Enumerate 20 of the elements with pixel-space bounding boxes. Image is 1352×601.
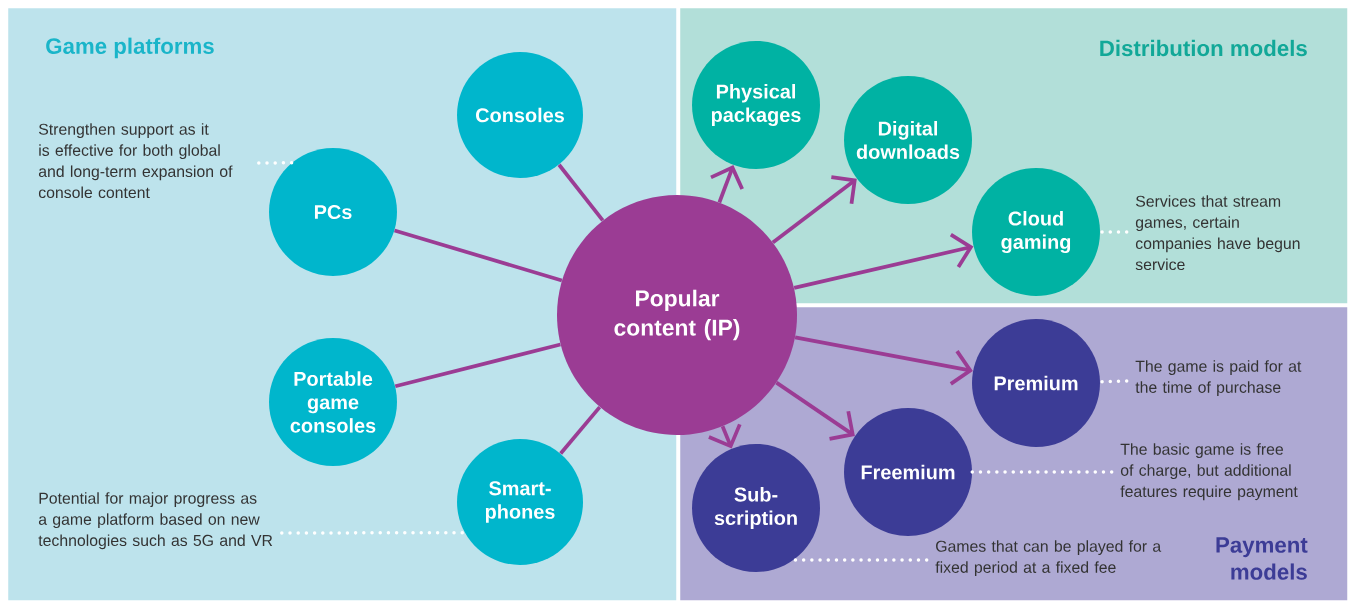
note-text: Games that can be played for a fixed period at a fixed fee	[935, 540, 1162, 577]
leader-line	[280, 530, 467, 535]
note-text: Services that stream games, certain companies have begun service	[1135, 195, 1300, 271]
leader-line	[257, 161, 294, 165]
connector-line	[559, 405, 602, 455]
note-text: Strengthen support as it is effective for both global and long-term expansion of console content	[38, 123, 233, 199]
arrow	[771, 175, 857, 244]
note-text: The game is paid for at the time of purchase	[1135, 360, 1302, 397]
connector-line	[557, 163, 605, 222]
note-text: Potential for major progress as a game platform based on new technologies such as 5G and VR	[38, 492, 273, 550]
arrow	[793, 233, 974, 290]
connector-line	[394, 228, 563, 283]
arrow	[775, 381, 855, 441]
note-text: The basic game is free of charge, but additional features require payment	[1120, 443, 1298, 501]
leader-line	[1098, 230, 1129, 234]
leader-line	[1098, 379, 1129, 384]
leader-line	[970, 470, 1114, 474]
connector-line	[394, 342, 561, 389]
leader-line	[792, 558, 929, 562]
arrow	[794, 335, 973, 386]
